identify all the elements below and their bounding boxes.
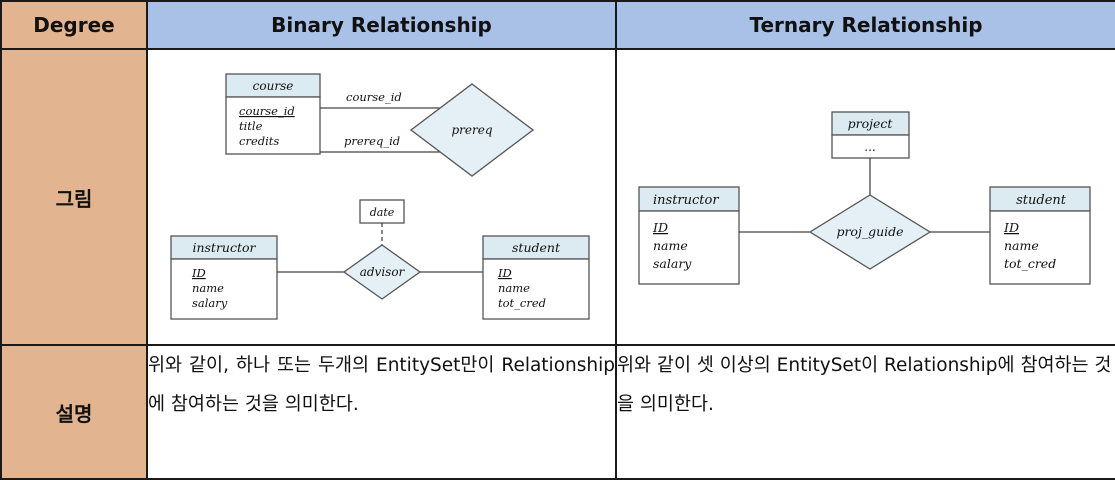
instructor-attr-name: name	[192, 281, 224, 295]
student-entity: student ID name tot_cred	[482, 235, 590, 320]
description-row-label: 설명	[0, 344, 148, 480]
advisor-relationship: advisor	[342, 244, 422, 300]
figure-row-label: 그림	[0, 48, 148, 346]
student-entity-name: student	[512, 240, 561, 255]
instructor-attr-id: ID	[191, 266, 206, 280]
ternary-description: 위와 같이 셋 이상의 EntitySet이 Relationship에 참여하…	[615, 344, 1115, 480]
ternary-instructor-attr-salary: salary	[653, 256, 692, 271]
student-attr-name: name	[498, 281, 530, 295]
header-row: Degree Binary Relationship Ternary Relat…	[0, 0, 1115, 50]
prereq-role-prereq-id: prereq_id	[344, 134, 400, 148]
ternary-er-diagram: project ... instructor ID name salary	[638, 111, 1091, 285]
prereq-role-course-id: course_id	[346, 90, 402, 104]
project-attr-ellipsis: ...	[864, 140, 875, 154]
course-entity-name: course	[253, 79, 294, 93]
ternary-header: Ternary Relationship	[615, 0, 1115, 50]
ternary-student-attr-name: name	[1004, 238, 1039, 253]
project-entity: project ...	[831, 111, 910, 159]
course-entity: course course_id title credits	[225, 73, 321, 155]
project-entity-name: project	[848, 116, 894, 131]
binary-er-diagram: course course_id title credits course_id…	[170, 73, 590, 320]
instructor-entity-name: instructor	[192, 240, 256, 255]
proj-guide-relationship: proj_guide	[808, 194, 932, 270]
advisor-label: advisor	[360, 265, 406, 279]
course-attr-id: course_id	[239, 104, 295, 118]
ternary-figure-cell: project ... instructor ID name salary	[615, 48, 1115, 346]
ternary-instructor-name: instructor	[653, 193, 719, 208]
ternary-instructor-entity: instructor ID name salary	[638, 186, 740, 285]
ternary-student-attr-id: ID	[1003, 220, 1019, 235]
figure-row: 그림 course course_id title credits course…	[0, 48, 1115, 346]
course-attr-credits: credits	[239, 134, 279, 148]
proj-guide-label: proj_guide	[836, 224, 903, 239]
ternary-student-name: student	[1016, 193, 1067, 208]
date-attribute: date	[359, 199, 405, 224]
binary-description: 위와 같이, 하나 또는 두개의 EntitySet만이 Relationshi…	[146, 344, 617, 480]
binary-figure-cell: course course_id title credits course_id…	[146, 48, 617, 346]
student-attr-totcred: tot_cred	[498, 296, 546, 310]
course-attr-title: title	[239, 119, 263, 133]
ternary-instructor-attr-name: name	[653, 238, 688, 253]
instructor-attr-salary: salary	[192, 296, 228, 310]
date-label: date	[370, 206, 395, 219]
degree-header: Degree	[0, 0, 148, 50]
ternary-student-entity: student ID name tot_cred	[989, 186, 1091, 285]
binary-header: Binary Relationship	[146, 0, 617, 50]
prereq-relationship: prereq	[409, 83, 535, 177]
ternary-student-attr-totcred: tot_cred	[1004, 256, 1056, 271]
description-row: 설명 위와 같이, 하나 또는 두개의 EntitySet만이 Relation…	[0, 344, 1115, 480]
prereq-label: prereq	[451, 123, 492, 137]
ternary-instructor-attr-id: ID	[652, 220, 668, 235]
student-attr-id: ID	[497, 266, 512, 280]
instructor-entity: instructor ID name salary	[170, 235, 278, 320]
